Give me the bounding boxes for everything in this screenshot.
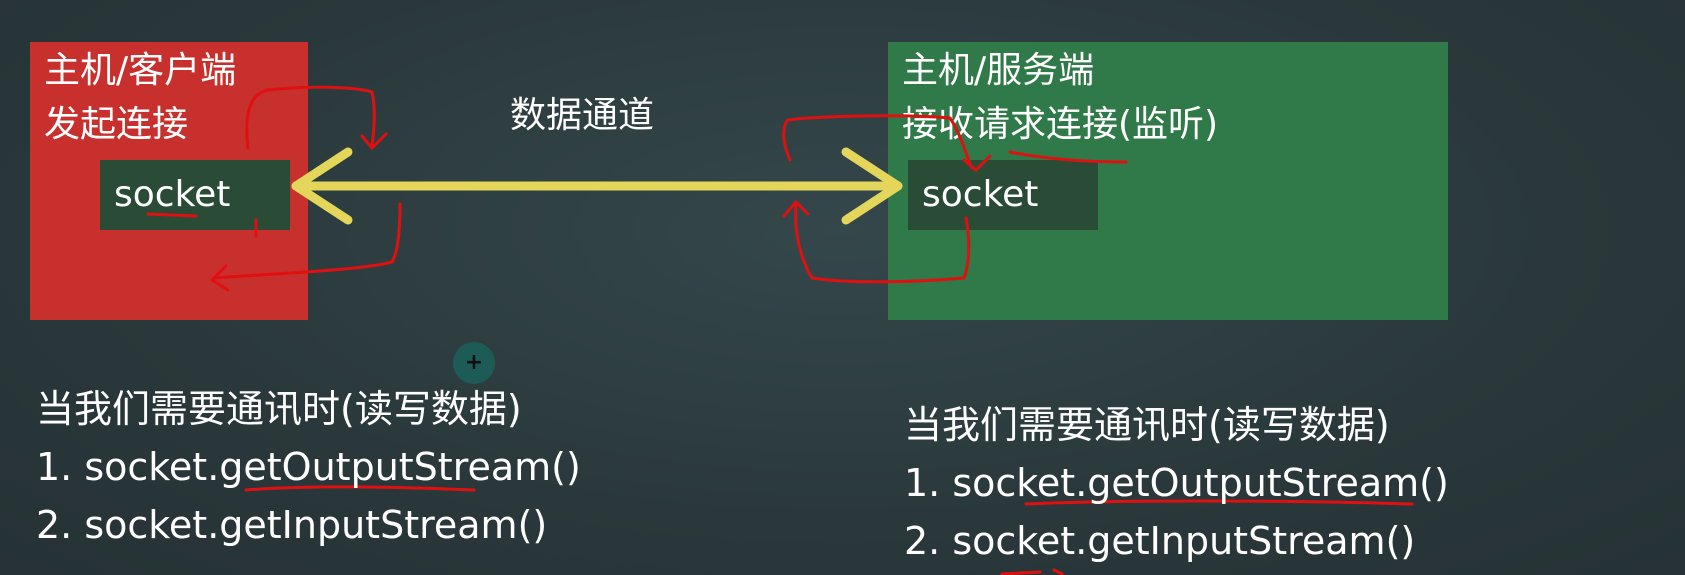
left-note-output-stream: 1. socket.getOutputStream() <box>36 445 581 489</box>
annotation-client-arrowhead-top <box>360 132 388 150</box>
server-title: 主机/服务端 <box>902 50 1095 91</box>
left-note-heading: 当我们需要通讯时(读写数据) <box>36 387 522 431</box>
server-subtitle: 接收请求连接(监听) <box>902 104 1219 145</box>
left-note-input-stream: 2. socket.getInputStream() <box>36 503 548 547</box>
server-socket: socket <box>908 160 1098 230</box>
crosshair-cursor-icon: + <box>453 342 495 384</box>
annotation-stray-marks <box>1000 568 1064 575</box>
right-note-output-stream: 1. socket.getOutputStream() <box>904 461 1449 505</box>
data-channel-arrow <box>291 147 903 225</box>
data-channel-label: 数据通道 <box>510 95 655 136</box>
client-subtitle: 发起连接 <box>44 104 189 145</box>
right-note-heading: 当我们需要通讯时(读写数据) <box>904 403 1390 447</box>
client-socket: socket <box>100 160 290 230</box>
annotation-server-arrowhead-bottom <box>782 200 810 218</box>
client-title: 主机/客户端 <box>44 50 237 91</box>
right-note-input-stream: 2. socket.getInputStream() <box>904 519 1416 563</box>
